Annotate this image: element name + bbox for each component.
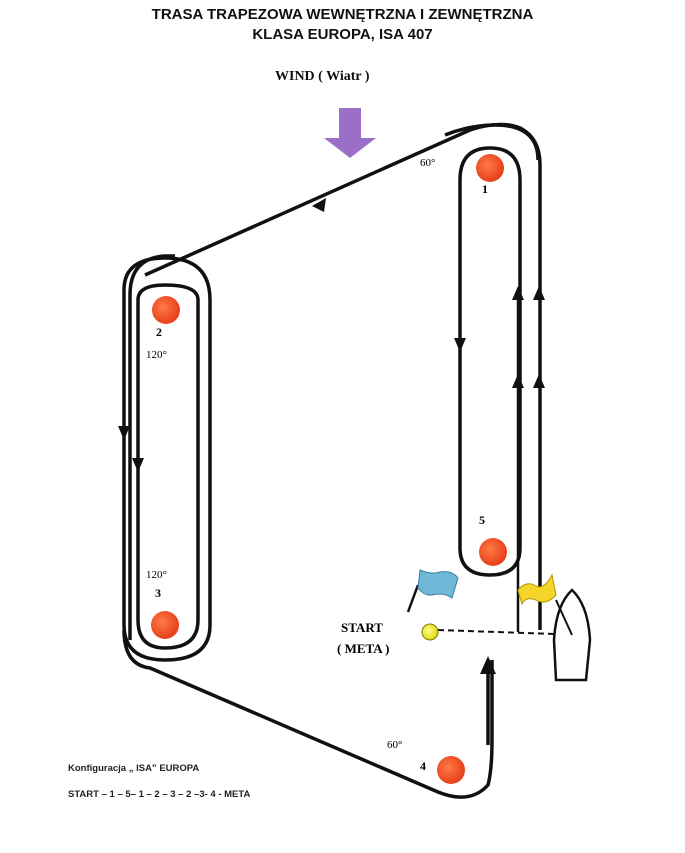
mark-5-label: 5 (479, 513, 485, 527)
mark-4-buoy-icon (437, 756, 465, 784)
mark-1-label: 1 (482, 182, 488, 196)
right-outer-border (444, 123, 540, 161)
wind-arrow-icon (324, 108, 376, 158)
title-line-1: TRASA TRAPEZOWA WEWNĘTRZNA I ZEWNĘTRZNA (151, 6, 534, 23)
wind-label: WIND ( Wiatr ) (275, 69, 370, 84)
blue-flag-icon (406, 569, 459, 613)
yellow-flag-icon (517, 573, 557, 606)
inner-left-lane (136, 283, 200, 650)
start-line (437, 629, 556, 635)
configuration-text: Konfiguracja „ ISA” EUROPA (68, 763, 200, 774)
arrow-left-inner-down-icon (132, 458, 144, 472)
arrow-up-1-icon (512, 286, 524, 300)
mark-2-buoy-icon (152, 296, 180, 324)
start-pin-buoy-icon (421, 623, 439, 641)
bottom-leg (122, 629, 494, 799)
right-outer-loop (458, 146, 522, 577)
mark-4-label: 4 (420, 759, 426, 773)
angle-mark-3: 120° (146, 569, 167, 581)
arrow-up-4-icon (533, 374, 545, 388)
sequence-text: START – 1 – 5– 1 – 2 – 3 – 2 –3- 4 - MET… (68, 789, 251, 800)
angle-mark-2: 120° (146, 349, 167, 361)
start-label: START (341, 620, 383, 635)
arrow-up-2-icon (533, 286, 545, 300)
arrow-right-lane-down-icon (454, 338, 466, 352)
mark-3-label: 3 (155, 586, 161, 600)
outer-left-loop (122, 256, 212, 662)
arrow-left-outer-down-icon (118, 426, 130, 440)
start-arrow-icon (480, 656, 496, 745)
angle-mark-1: 60° (420, 157, 435, 169)
mark-2-label: 2 (156, 325, 162, 339)
arrow-up-3-icon (512, 374, 524, 388)
title-line-2: KLASA EUROPA, ISA 407 (252, 26, 433, 43)
mark-3-buoy-icon (151, 611, 179, 639)
mark-5-buoy-icon (479, 538, 507, 566)
angle-mark-4: 60° (387, 739, 402, 751)
outer-course-line (128, 122, 542, 640)
meta-label: ( META ) (337, 641, 389, 656)
mark-1-buoy-icon (476, 154, 504, 182)
arrow-top-leg-icon (312, 198, 326, 212)
